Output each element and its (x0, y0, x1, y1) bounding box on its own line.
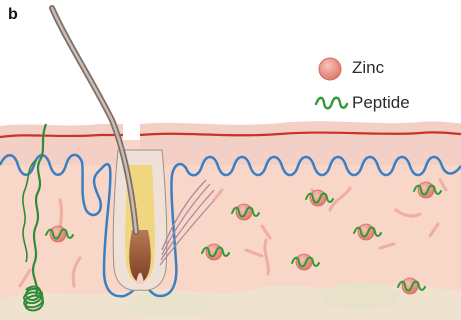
legend-label-peptide: Peptide (352, 93, 410, 113)
fat-blob (125, 293, 215, 317)
legend-label-zinc: Zinc (352, 58, 384, 78)
fat-blob (320, 282, 400, 310)
panel-label: b (8, 6, 18, 24)
zinc-icon (319, 58, 341, 80)
peptide-icon (316, 98, 347, 109)
